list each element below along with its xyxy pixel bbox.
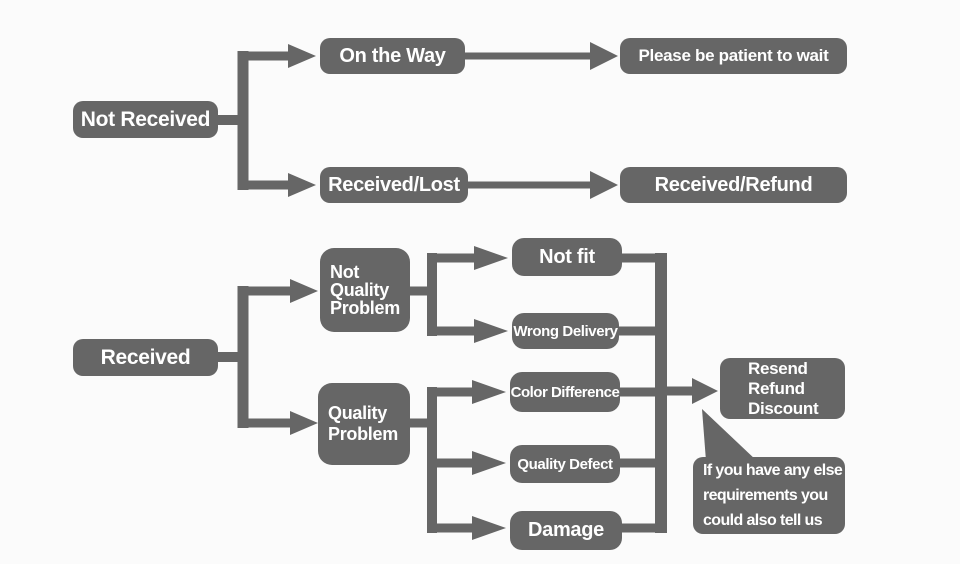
- note-bubble-tail: [702, 409, 757, 461]
- node-quality-defect: Quality Defect: [510, 445, 620, 483]
- node-line: Discount: [748, 398, 819, 418]
- arrowhead-damage: [472, 516, 506, 540]
- arrowhead-not-fit: [474, 246, 508, 270]
- node-resend-refund-discount: Resend Refund Discount: [720, 358, 845, 419]
- arrowhead-on-the-way: [288, 44, 316, 68]
- node-on-the-way: On the Way: [320, 38, 465, 74]
- node-please-be-patient: Please be patient to wait: [620, 38, 847, 74]
- node-damage: Damage: [510, 511, 622, 550]
- node-not-received: Not Received: [73, 101, 218, 138]
- arrowhead-resend: [692, 378, 718, 404]
- node-wrong-delivery: Wrong Delivery: [512, 313, 619, 349]
- arrowhead-received-refund: [590, 171, 618, 199]
- arrowhead-please-wait: [590, 42, 618, 70]
- note-line: could also tell us: [703, 512, 823, 529]
- arrowhead-color-difference: [472, 380, 506, 404]
- node-line: Problem: [330, 298, 400, 318]
- node-quality-problem: Quality Problem: [318, 383, 410, 465]
- node-color-difference: Color Difference: [510, 372, 620, 412]
- note-bubble: If you have any else requirements you co…: [693, 457, 845, 534]
- node-line: Refund: [748, 378, 805, 398]
- arrowhead-quality-defect: [472, 451, 506, 475]
- note-line: If you have any else: [703, 462, 843, 479]
- node-line: Quality: [328, 403, 387, 423]
- arrowhead-wrong-delivery: [474, 319, 508, 343]
- note-line: requirements you: [703, 487, 828, 504]
- arrowhead-not-quality-problem: [290, 279, 318, 303]
- node-received: Received: [73, 339, 218, 376]
- node-line: Quality: [330, 280, 389, 300]
- node-line: Not: [330, 262, 360, 282]
- node-not-quality-problem: Not Quality Problem: [320, 248, 410, 332]
- arrowhead-quality-problem: [290, 411, 318, 435]
- node-not-fit: Not fit: [512, 238, 622, 276]
- node-line: Problem: [328, 424, 398, 444]
- arrowhead-received-lost: [288, 173, 316, 197]
- node-line: Resend: [748, 358, 808, 378]
- node-received-refund: Received/Refund: [620, 167, 847, 203]
- node-received-lost: Received/Lost: [320, 167, 468, 203]
